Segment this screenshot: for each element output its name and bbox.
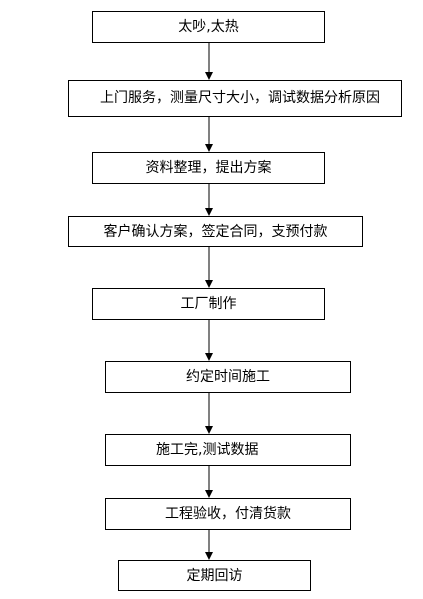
step-5-box: 工厂制作: [92, 288, 325, 320]
step-2-box: 上门服务，测量尺寸大小，调试数据分析原因: [68, 80, 402, 117]
step-9-box: 定期回访: [118, 560, 311, 591]
step-4-box: 客户确认方案，签定合同，支预付款: [68, 216, 363, 247]
step-8-box: 工程验收，付清货款: [105, 498, 351, 530]
step-3-box: 资料整理，提出方案: [92, 152, 325, 184]
step-7-box: 施工完,测试数据: [105, 434, 351, 466]
step-1-box: 太吵,太热: [92, 11, 325, 43]
step-6-box: 约定时间施工: [105, 361, 351, 393]
